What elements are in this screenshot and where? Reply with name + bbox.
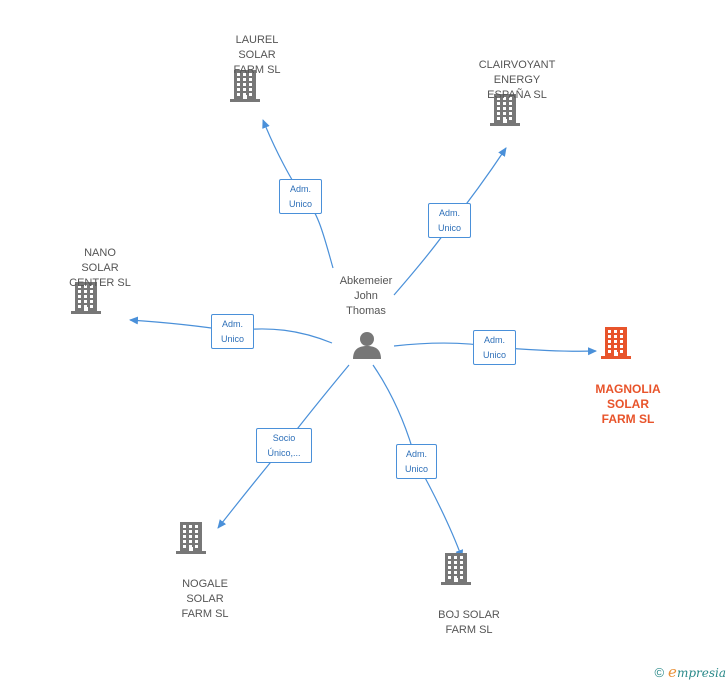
company-label-magnolia[interactable]: MAGNOLIA SOLAR FARM SL xyxy=(595,382,661,426)
brand-logo-initial: e xyxy=(668,663,677,681)
building-icon-nogale[interactable] xyxy=(176,522,206,554)
building-icon-nano[interactable] xyxy=(71,282,101,314)
person-icon[interactable] xyxy=(352,330,382,360)
edge-label-clairvoyant[interactable]: Adm. Unico xyxy=(428,203,471,238)
footer-brand: ©empresia xyxy=(654,663,726,681)
company-label-boj[interactable]: BOJ SOLAR FARM SL xyxy=(438,609,500,636)
edge-label-boj[interactable]: Adm. Unico xyxy=(396,444,437,479)
company-label-nano[interactable]: NANO SOLAR CENTER SL xyxy=(69,247,131,289)
building-icon-clairvoyant[interactable] xyxy=(490,94,520,126)
edge-label-magnolia[interactable]: Adm. Unico xyxy=(473,330,516,365)
edge-label-nogale[interactable]: Socio Único,... xyxy=(256,428,312,463)
building-icon-boj[interactable] xyxy=(441,553,471,585)
building-icon-laurel[interactable] xyxy=(230,70,260,102)
building-icon-magnolia[interactable] xyxy=(601,327,631,359)
edge-label-nano[interactable]: Adm. Unico xyxy=(211,314,254,349)
person-name-label[interactable]: Abkemeier John Thomas xyxy=(339,275,393,317)
company-label-nogale[interactable]: NOGALE SOLAR FARM SL xyxy=(181,578,229,620)
company-label-laurel[interactable]: LAUREL SOLAR FARM SL xyxy=(233,34,281,76)
brand-logo-text: mpresia xyxy=(676,666,726,680)
copyright-symbol: © xyxy=(654,665,665,680)
edge-label-laurel[interactable]: Adm. Unico xyxy=(279,179,322,214)
company-label-clairvoyant[interactable]: CLAIRVOYANT ENERGY ESPAÑA SL xyxy=(478,59,556,101)
